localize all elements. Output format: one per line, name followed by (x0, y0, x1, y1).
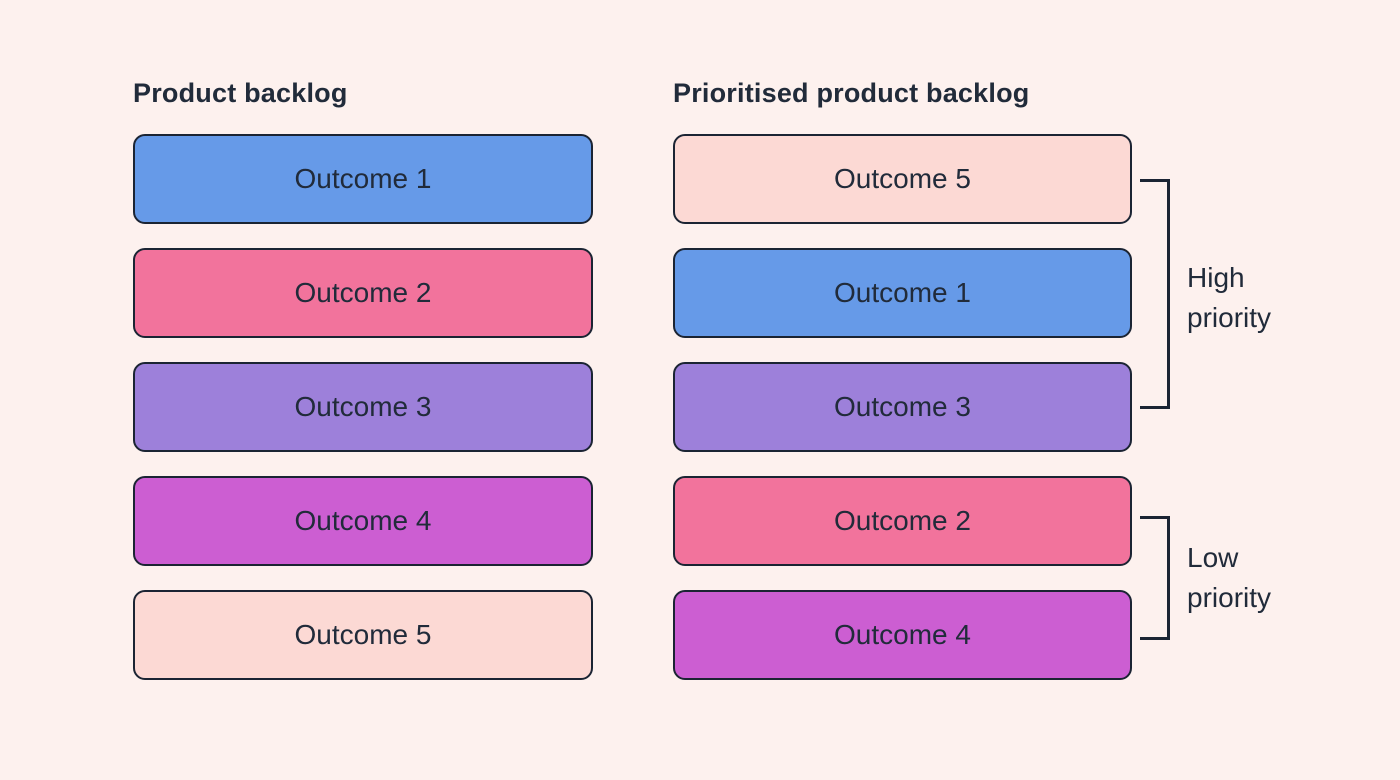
high-priority-label: High priority (1187, 262, 1272, 333)
product-backlog-title: Product backlog (133, 78, 348, 108)
low-priority-bracket (1140, 516, 1170, 640)
outcome-card: Outcome 5 (673, 134, 1132, 224)
outcome-card: Outcome 4 (673, 590, 1132, 680)
outcome-card: Outcome 2 (673, 476, 1132, 566)
outcome-card: Outcome 3 (133, 362, 593, 452)
outcome-card: Outcome 1 (673, 248, 1132, 338)
outcome-card: Outcome 5 (133, 590, 593, 680)
high-priority-bracket (1140, 179, 1170, 409)
outcome-card: Outcome 3 (673, 362, 1132, 452)
low-priority-label: Low priority (1187, 542, 1272, 613)
prioritised-backlog-column: Prioritised product backlog Outcome 5 Ou… (673, 76, 1132, 704)
outcome-card: Outcome 1 (133, 134, 593, 224)
product-backlog-column: Product backlog Outcome 1 Outcome 2 Outc… (133, 76, 593, 704)
outcome-card: Outcome 2 (133, 248, 593, 338)
prioritised-backlog-title: Prioritised product backlog (673, 78, 1030, 108)
outcome-card: Outcome 4 (133, 476, 593, 566)
